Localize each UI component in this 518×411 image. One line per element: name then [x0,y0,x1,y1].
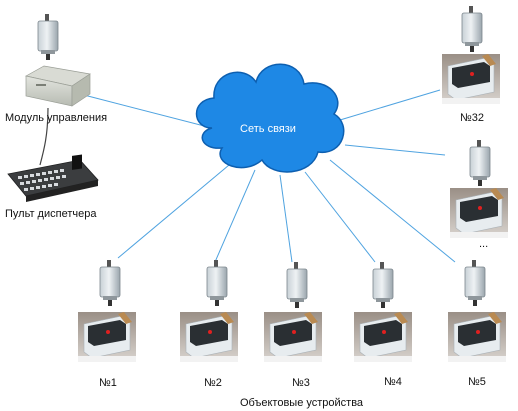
link-control-module [83,94,213,129]
transmitter-5 [464,259,486,307]
control-module-label: Модуль управления [5,112,107,124]
link-lines [83,89,456,263]
object-label-4: №4 [384,376,402,388]
transmitter-3 [286,261,308,309]
module-transmitter [37,13,59,61]
link-object-1 [117,159,236,259]
dispatcher-console [7,154,99,202]
object-device-3 [263,261,323,363]
panel-photo-5 [447,311,507,363]
panel-photo-4 [353,311,413,363]
link-object-3 [279,174,293,263]
network-cloud [195,63,345,173]
link-object-5 [329,159,456,263]
dispatcher-console-label: Пульт диспетчера [5,208,97,220]
panel-photo-2 [179,311,239,363]
object-device-5 [447,259,507,363]
transmitter-6 [469,139,491,187]
transmitter-4 [372,261,394,309]
link-object-6 [344,144,446,156]
panel-photo-1 [77,311,137,363]
panel-photo-6 [449,187,509,239]
control-module [25,13,91,107]
object-device-32 [441,5,501,105]
network-label: Сеть связи [240,123,296,135]
object-device-6 [449,139,509,239]
object-label-1: №1 [99,377,117,389]
link-object-2 [214,169,256,263]
transmitter-1 [99,259,121,307]
console-cable [39,107,49,166]
object-label-3: №3 [292,377,310,389]
object-label-2: №2 [204,377,222,389]
panel-photo-3 [263,311,323,363]
object-device-2 [179,259,239,363]
link-object-32 [339,89,441,121]
link-object-4 [304,171,376,263]
object-device-1 [77,259,137,363]
object-label-32: №32 [460,112,484,124]
objects-caption: Объектовые устройства [240,397,364,409]
object-device-4 [353,261,413,363]
transmitter-2 [206,259,228,307]
transmitter-32 [461,5,483,53]
ellipsis-label: ... [479,238,488,250]
control-unit-box [25,65,91,107]
object-label-5: №5 [468,376,486,388]
panel-photo-32 [441,53,501,105]
